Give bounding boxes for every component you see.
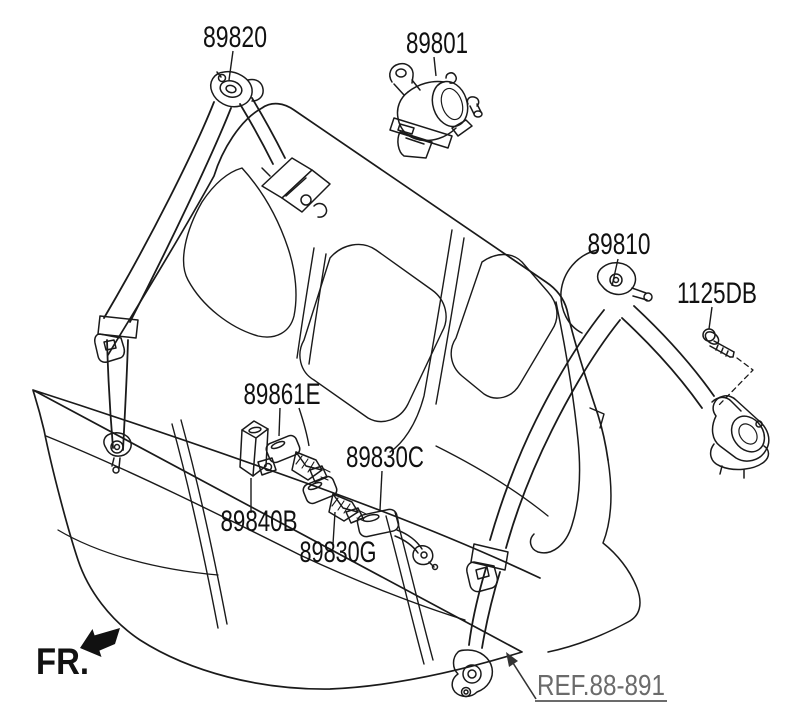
left-belt-webbing [103,101,215,319]
part-label-1125db[interactable]: 1125DB [677,277,757,310]
cushion-seam [394,511,434,661]
part-label-89840b[interactable]: 89840B [221,505,298,538]
seatback-seam [389,229,453,453]
ref-arrowhead-icon [506,652,518,667]
leader-89861e [278,407,281,437]
front-direction-arrow-icon [80,628,120,657]
left-belt-webbing [129,107,232,323]
leader-89801 [433,56,437,77]
reference-link-label[interactable]: REF.88-891 [537,670,665,702]
retractor-89801-part [389,62,483,159]
part-number-labels: 89820 89801 89810 1125DB 89861E 89830C 8… [203,21,757,569]
cushion-seam [180,419,228,625]
seatback-bottom-curve [435,445,549,517]
leader-lines [228,50,713,545]
right-belt-webbing [468,567,487,646]
part-label-89830c[interactable]: 89830C [346,441,424,474]
right-belt-webbing [481,571,501,649]
leader-89810 [611,258,619,287]
left-belt-upper-anchor [210,70,264,108]
left-belt-retractor [261,157,331,218]
right-belt-upper-anchor [596,262,653,302]
reference-callout: REF.88-891 [506,652,667,702]
front-direction-marker: FR. [36,628,120,682]
right-belt-floor-anchor [451,649,494,698]
part-label-89801[interactable]: 89801 [406,27,468,60]
left-belt-webbing [251,97,286,159]
seatback-seam [435,237,465,405]
left-belt-webbing [106,339,114,449]
rear-seat-illustration [32,102,641,690]
left-belt-webbing [122,339,129,451]
right-belt-retractor [709,395,770,479]
seatback-left-panel [182,167,297,338]
bolt-alignment-dashed-line [717,357,754,407]
buckle-89830c [356,508,439,571]
right-belt-webbing [621,317,703,409]
right-belt-tongue [466,543,509,593]
left-belt-webbing [239,103,274,165]
cushion-front-crease [57,529,219,576]
left-seatbelt-assembly [94,70,331,474]
cushion-seam [171,423,219,629]
leader-89861e [298,407,310,447]
ref-leader-line [512,662,537,700]
seatback-center-panel [299,243,447,423]
buckle-89840b [239,420,277,477]
seat-side-notch [589,407,605,429]
right-belt-webbing [505,319,621,549]
leader-89820 [228,50,234,81]
leader-1125db [708,306,713,330]
part-label-89820[interactable]: 89820 [203,21,267,54]
part-label-89861e[interactable]: 89861E [244,378,321,411]
left-belt-tongue [94,315,139,363]
cushion-seam [385,515,425,665]
seatback-right-panel [450,253,558,399]
left-belt-floor-anchor [103,432,132,474]
bolt-1125db-part [702,328,754,407]
right-belt-webbing [633,305,715,397]
center-buckle-group [239,420,439,571]
leader-89830g [332,511,336,545]
right-seatbelt-assembly [451,249,770,698]
buckle-89830g [302,475,367,524]
right-belt-webbing [489,309,605,541]
seat-side-panel-outer [547,459,641,653]
seatback-outline [107,102,609,461]
buckle-89861e [265,434,331,483]
part-label-89830g[interactable]: 89830G [300,536,377,569]
pillar-panel [560,249,598,334]
seat-side-panel [529,301,581,554]
cushion-outline [32,389,541,690]
seatback-seam [308,253,327,365]
part-label-89810[interactable]: 89810 [588,228,651,261]
seatback-seam [296,247,315,359]
leader-89830c [379,470,383,511]
